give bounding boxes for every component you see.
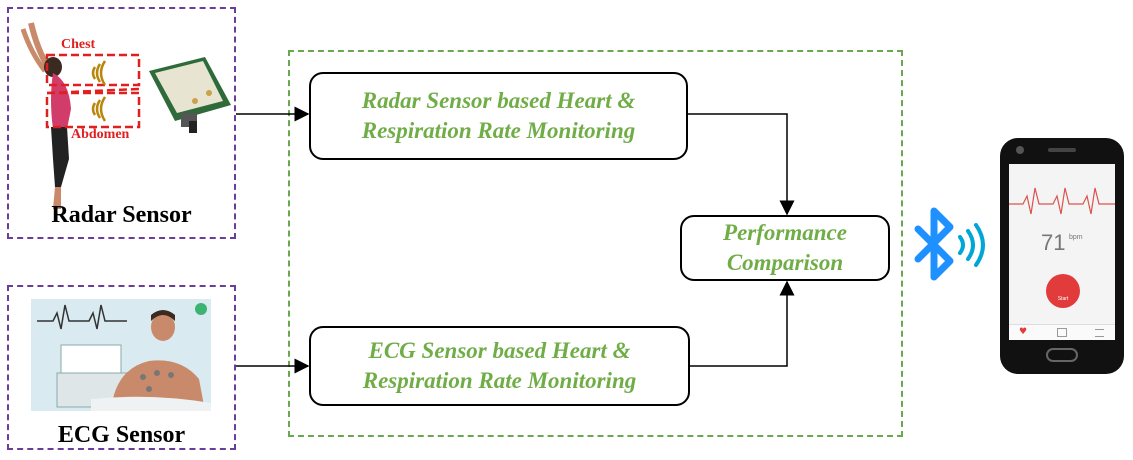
- wave-icon: [91, 60, 107, 122]
- performance-comparison-node: Performance Comparison: [680, 215, 890, 281]
- comparison-line2: Comparison: [726, 250, 844, 275]
- ecg-monitoring-node: ECG Sensor based Heart & Respiration Rat…: [309, 326, 690, 406]
- radar-sensor-panel: Chest Abdomen Radar Sensor: [7, 7, 236, 239]
- patient-figure: [91, 310, 211, 411]
- phone-screen: 71 bpm Start ♥: [1009, 164, 1115, 340]
- radar-monitoring-node: Radar Sensor based Heart & Respiration R…: [309, 72, 688, 160]
- ecg-monitoring-line2: Respiration Rate Monitoring: [362, 368, 637, 393]
- radar-monitoring-line1: Radar Sensor based Heart &: [361, 88, 636, 113]
- arrow-radar-monitor-to-comparison: [688, 113, 795, 216]
- radar-board-icon: [149, 57, 231, 133]
- heart-rate-unit: bpm: [1069, 234, 1083, 241]
- radar-monitoring-line2: Respiration Rate Monitoring: [361, 118, 636, 143]
- abdomen-region: [45, 91, 141, 129]
- menu-tab-icon[interactable]: [1095, 329, 1104, 337]
- heart-rate-value: 71: [1041, 230, 1066, 255]
- radar-sensor-label: Radar Sensor: [51, 202, 192, 228]
- smartphone: 71 bpm Start ♥: [1000, 138, 1124, 374]
- arrow-ecg-monitor-to-comparison: [690, 280, 795, 367]
- bottom-nav: ♥: [1009, 324, 1115, 340]
- bluetooth-icon: [914, 207, 985, 281]
- earpiece: [1048, 148, 1076, 152]
- processing-region: [288, 50, 903, 437]
- heart-tab-icon[interactable]: ♥: [1019, 327, 1028, 337]
- chest-label: Chest: [61, 37, 96, 52]
- radar-illustration: [20, 22, 231, 209]
- abdomen-label: Abdomen: [71, 127, 130, 142]
- badge-icon: [195, 303, 207, 315]
- ecg-waveform: [37, 304, 127, 330]
- comparison-line1: Performance: [723, 220, 847, 245]
- signal-waves-icon: [958, 223, 985, 267]
- ecg-illustration: [31, 299, 211, 411]
- chest-region: [45, 53, 141, 87]
- ecg-sensor-panel: ECG Sensor: [7, 285, 236, 450]
- ecg-monitoring-line1: ECG Sensor based Heart &: [368, 338, 631, 363]
- heart-waveform: [1009, 187, 1115, 215]
- ecg-sensor-label: ECG Sensor: [57, 422, 186, 448]
- front-camera-icon: [1016, 146, 1024, 154]
- start-button-label: Start: [1057, 296, 1069, 302]
- start-button[interactable]: Start: [1046, 274, 1080, 308]
- home-button[interactable]: [1046, 348, 1078, 362]
- history-tab-icon[interactable]: [1057, 328, 1067, 337]
